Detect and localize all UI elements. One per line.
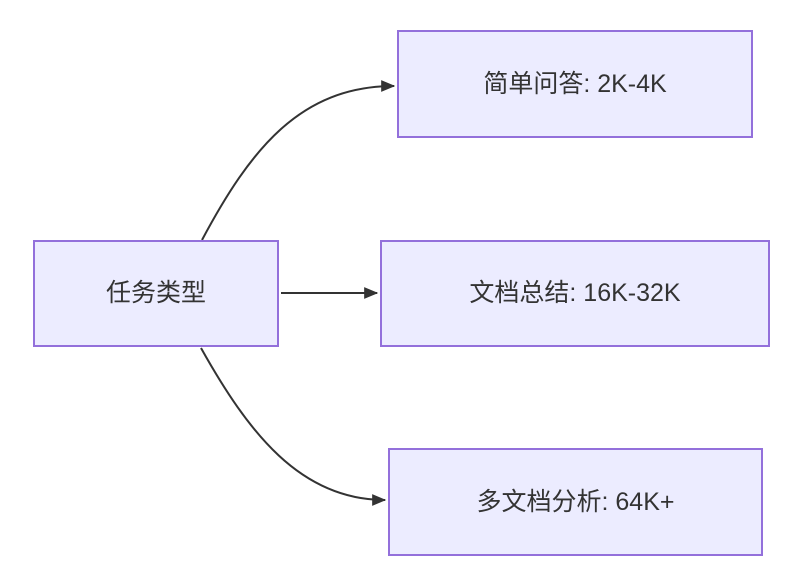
edge-task-type-to-multi-doc (200, 347, 387, 506)
node-simple-qa-label: 简单问答: 2K-4K (483, 69, 667, 98)
node-multi-doc: 多文档分析: 64K+ (388, 448, 763, 556)
edge-task-type-to-simple-qa (201, 80, 396, 241)
node-multi-doc-label: 多文档分析: 64K+ (476, 487, 675, 516)
node-doc-summary-label: 文档总结: 16K-32K (469, 279, 681, 308)
node-task-type-label: 任务类型 (105, 279, 206, 308)
node-doc-summary: 文档总结: 16K-32K (380, 240, 770, 347)
node-simple-qa: 简单问答: 2K-4K (397, 30, 753, 138)
node-task-type: 任务类型 (33, 240, 279, 347)
